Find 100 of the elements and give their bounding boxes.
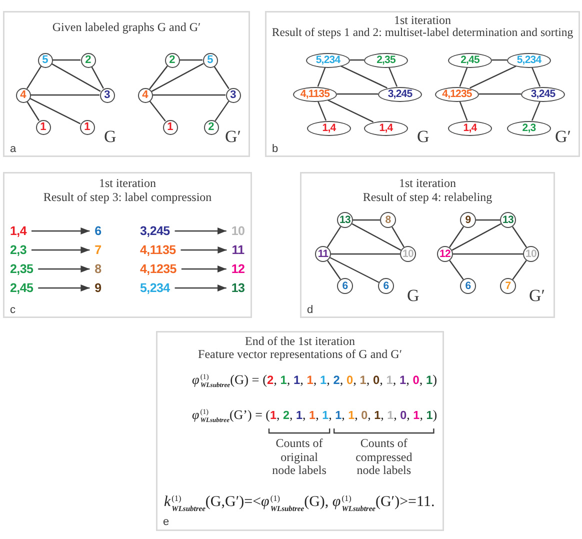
panel [3,11,250,157]
graph-edge [26,101,40,121]
graph-edge [30,94,100,96]
graph-node: 11 [315,246,331,262]
graph-node: 10 [523,246,539,262]
graph-node: 5,234 [306,52,350,68]
graph-node: 1,4 [448,120,492,136]
graph-edge [476,219,500,221]
graph-node: 6 [378,278,394,294]
graph-edge [327,260,341,280]
compressed-label: 13 [231,281,245,295]
formula: φ$^{(1)}$$_{WLsubtree}$(G) = (2, 1, 1, 1, 1, 2, 0, 1, 0, 1, 1, 0, 1) [192,371,438,391]
graph-node: 1 [80,120,94,134]
graph-node: 2,45 [448,52,492,68]
panel [265,11,580,157]
arrow [174,284,226,292]
panel-title: Given labeled graphs G and G′ [52,20,201,34]
panel-letter: d [307,303,314,317]
panel-subtitle: Result of step 4: relabeling [362,190,492,204]
graph-node: 3 [226,88,240,102]
panel-title: 1st iteration [399,176,456,190]
graph-node: 3,245 [378,86,422,102]
compressed-label: 6 [94,224,102,238]
graph-edge [317,101,327,121]
compressed-label: 11 [232,243,244,257]
panel-letter: e [163,515,170,529]
panel-letter: c [10,303,16,317]
graph-edge [452,223,502,251]
graph-edge [350,59,364,61]
graph-edge [327,100,374,122]
panel [3,172,252,318]
graph-node: 2 [164,52,180,68]
graph-node: 6 [337,278,353,294]
bracket-caption: Counts of compressed node labels [354,437,414,478]
graph-edge [151,63,204,92]
label-text: 4,1135 [140,243,176,257]
graph-edge [531,67,541,87]
graph-node: 9 [460,212,476,228]
label-text: 2,35 [10,262,34,276]
graph-node: 13 [500,212,516,228]
graph-edge [453,253,523,255]
graph-node: 2,3 [507,120,551,136]
label-text: 4,1235 [140,262,176,276]
arrow [38,284,90,292]
graph-label: G′ [529,287,545,305]
panel [300,172,555,318]
panel-title: End of the 1st iteration [245,334,355,348]
graph-edge [317,67,326,87]
graph-edge [448,226,464,248]
graph-edge [531,101,541,121]
graph-node: 2,35 [364,52,408,68]
graph-node: 1,4 [364,120,408,136]
bracket-caption: Counts of original node labels [271,437,328,478]
graph-edge [52,59,80,61]
graph-node: 1 [162,120,178,134]
graph-edge [449,260,464,280]
compressed-label: 10 [231,224,245,238]
graph-edge [512,226,528,248]
panel-title: 1st iteration [99,176,156,190]
compressed-label: 7 [94,243,102,257]
graph-edge [149,66,168,90]
panel-subtitle: Result of step 3: label compression [43,190,212,204]
compressed-label: 12 [231,262,245,276]
graph-node: 4,1135 [293,86,337,102]
arrow [174,228,226,234]
graph-edge [91,66,104,89]
arrow [180,246,227,254]
graph-edge [330,257,380,283]
panel-letter: a [10,142,16,156]
graph-node: 13 [337,212,353,228]
graph-node: 5,234 [507,52,551,68]
graph-node: 7 [500,278,516,294]
graph-edge [337,93,378,95]
label-text: 2,45 [10,281,34,295]
graph-node: 8 [380,212,396,228]
graph-node: 4 [138,88,152,102]
arrow [38,266,90,272]
graph-edge [152,94,226,96]
graph-edge [340,66,388,88]
graph-node: 1,4 [307,120,351,136]
graph-edge [149,100,166,122]
graph-edge [180,59,202,61]
graph-label: G′ [555,128,571,146]
graph-label: G [417,128,430,146]
graph-edge [214,66,230,90]
panel-subtitle: Feature vector representations of G and G′ [198,347,402,361]
graph-label: G [407,287,420,305]
arrow [31,228,90,234]
graph-edge [352,223,402,251]
graph-edge [459,67,468,87]
graph-edge [388,67,398,87]
compressed-label: 9 [94,281,102,295]
label-text: 5,234 [140,281,170,295]
graph-edge [29,98,81,124]
arrow [31,246,90,254]
formula: φ$^{(1)}$$_{WLsubtree}$(G’) = (1, 2, 1, 1, 1, 1, 1, 0, 1, 1, 0, 1, 1) [192,406,438,426]
graph-edge [51,63,101,92]
graph-edge [353,219,380,221]
graph-edge [479,93,521,95]
graph-node: 5 [38,52,52,68]
